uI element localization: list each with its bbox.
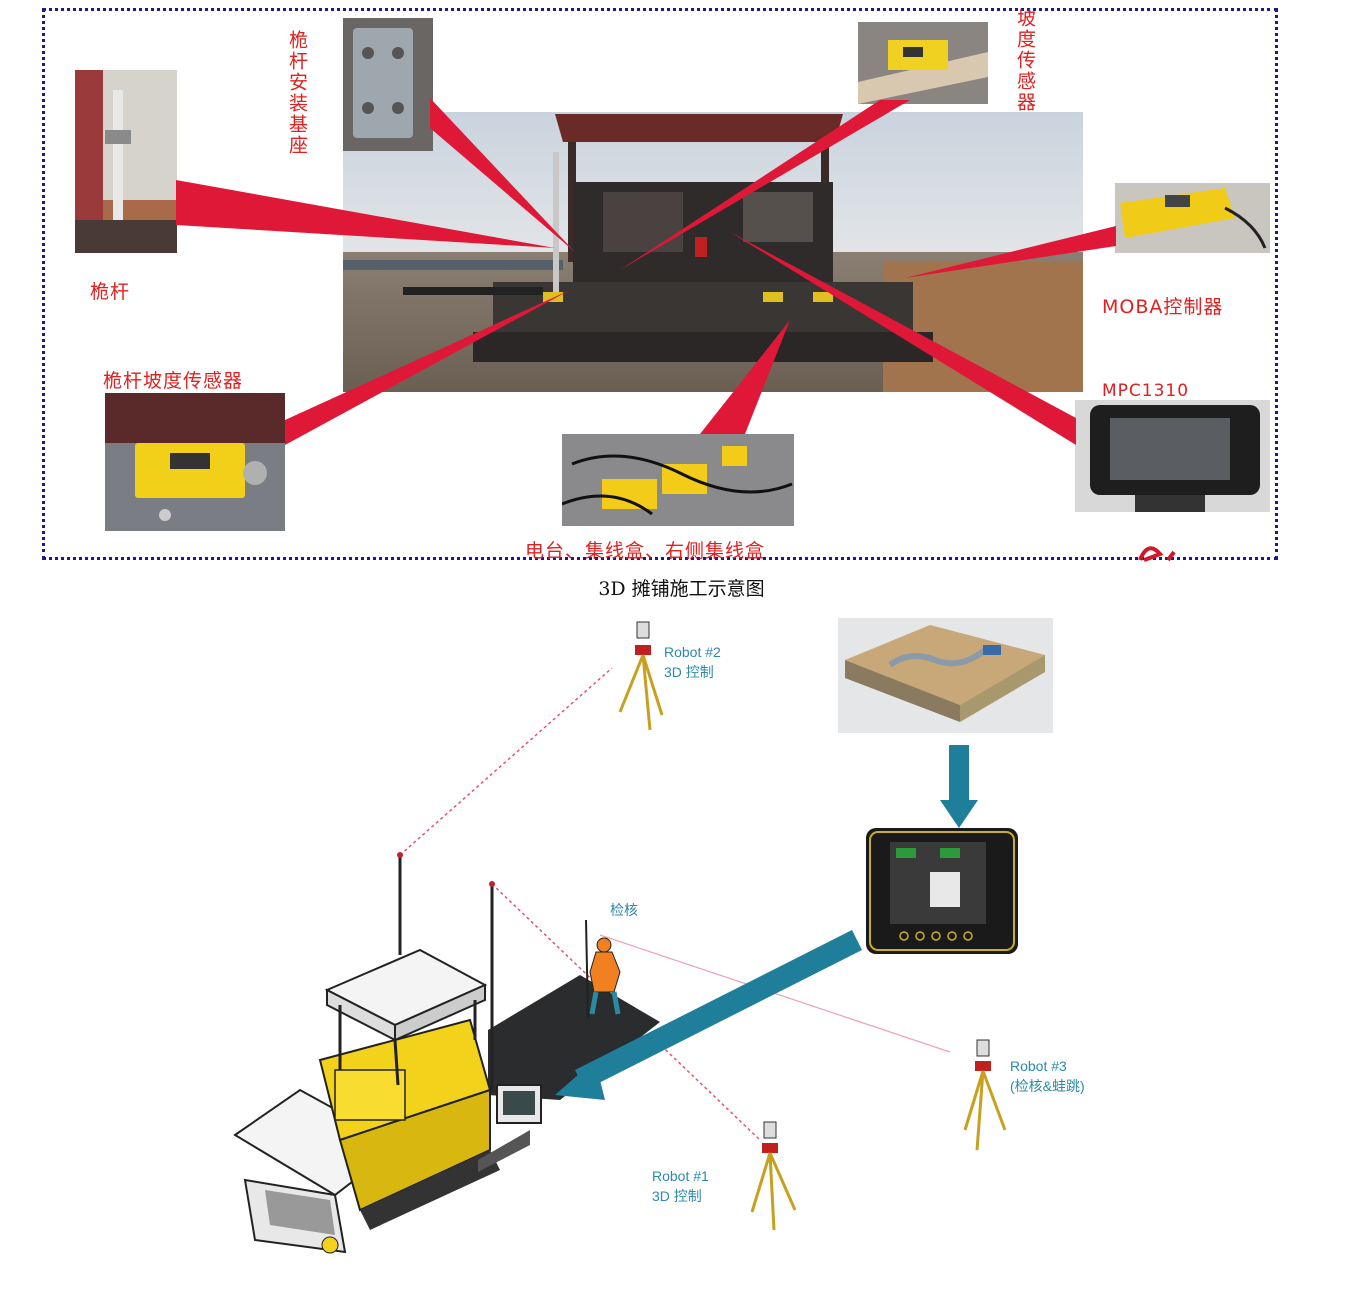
site-model-image [838, 618, 1053, 733]
pointer-mast-slope-sensor [285, 290, 570, 445]
down-arrow [940, 745, 978, 828]
moba-controller-photo [1115, 183, 1270, 253]
mast-base-photo [343, 18, 433, 151]
label-junction: 电台、集线盒、右侧集线盒 [525, 540, 766, 562]
pointer-wedges [176, 98, 1176, 562]
mpc1310-photo [1075, 400, 1270, 512]
logo-mark [1138, 546, 1176, 562]
paver-machine [233, 852, 542, 1254]
pointer-mast [176, 180, 555, 248]
label-robot3: Robot #3 (检核&蛙跳) [1010, 1058, 1085, 1094]
pointer-junction [700, 320, 790, 434]
laser-robot2 [399, 667, 613, 856]
label-mast-base: 桅杆安装基座 [286, 30, 308, 156]
data-arrow [555, 930, 862, 1100]
paver-main-photo [343, 112, 1083, 392]
junction-box-photo [562, 434, 794, 526]
label-mast: 桅杆 [90, 281, 131, 303]
label-slope-sensor: 坡度传感器 [1014, 8, 1036, 113]
label-moba-controller: MOBA控制器 [1102, 296, 1224, 318]
tripod-robot2 [618, 621, 664, 731]
label-robot1: Robot #1 3D 控制 [652, 1168, 709, 1204]
label-mast-slope-sensor: 桅杆坡度传感器 [103, 370, 244, 392]
control-tablet [866, 828, 1018, 954]
mast-photo [75, 70, 177, 253]
pointer-mpc [730, 232, 1076, 445]
label-mpc1310: MPC1310 [1102, 381, 1190, 401]
mast-slope-sensor-photo [105, 393, 285, 531]
pointer-mast-base [430, 98, 575, 252]
label-robot2: Robot #2 3D 控制 [664, 644, 721, 680]
top-dotted-frame [42, 8, 1278, 560]
tripod-robot3 [963, 1039, 1007, 1151]
laser-robot1 [491, 883, 761, 1141]
slope-sensor-photo [858, 22, 988, 104]
3d-paving-diagram [233, 618, 1053, 1254]
figure-caption: 3D 摊铺施工示意图 [598, 578, 765, 600]
surveyor-figure [585, 919, 621, 1019]
tripod-robot1 [750, 1121, 797, 1231]
pointer-slope-sensor [620, 100, 910, 270]
label-check: 检核 [610, 902, 638, 918]
pointer-moba [905, 226, 1116, 278]
